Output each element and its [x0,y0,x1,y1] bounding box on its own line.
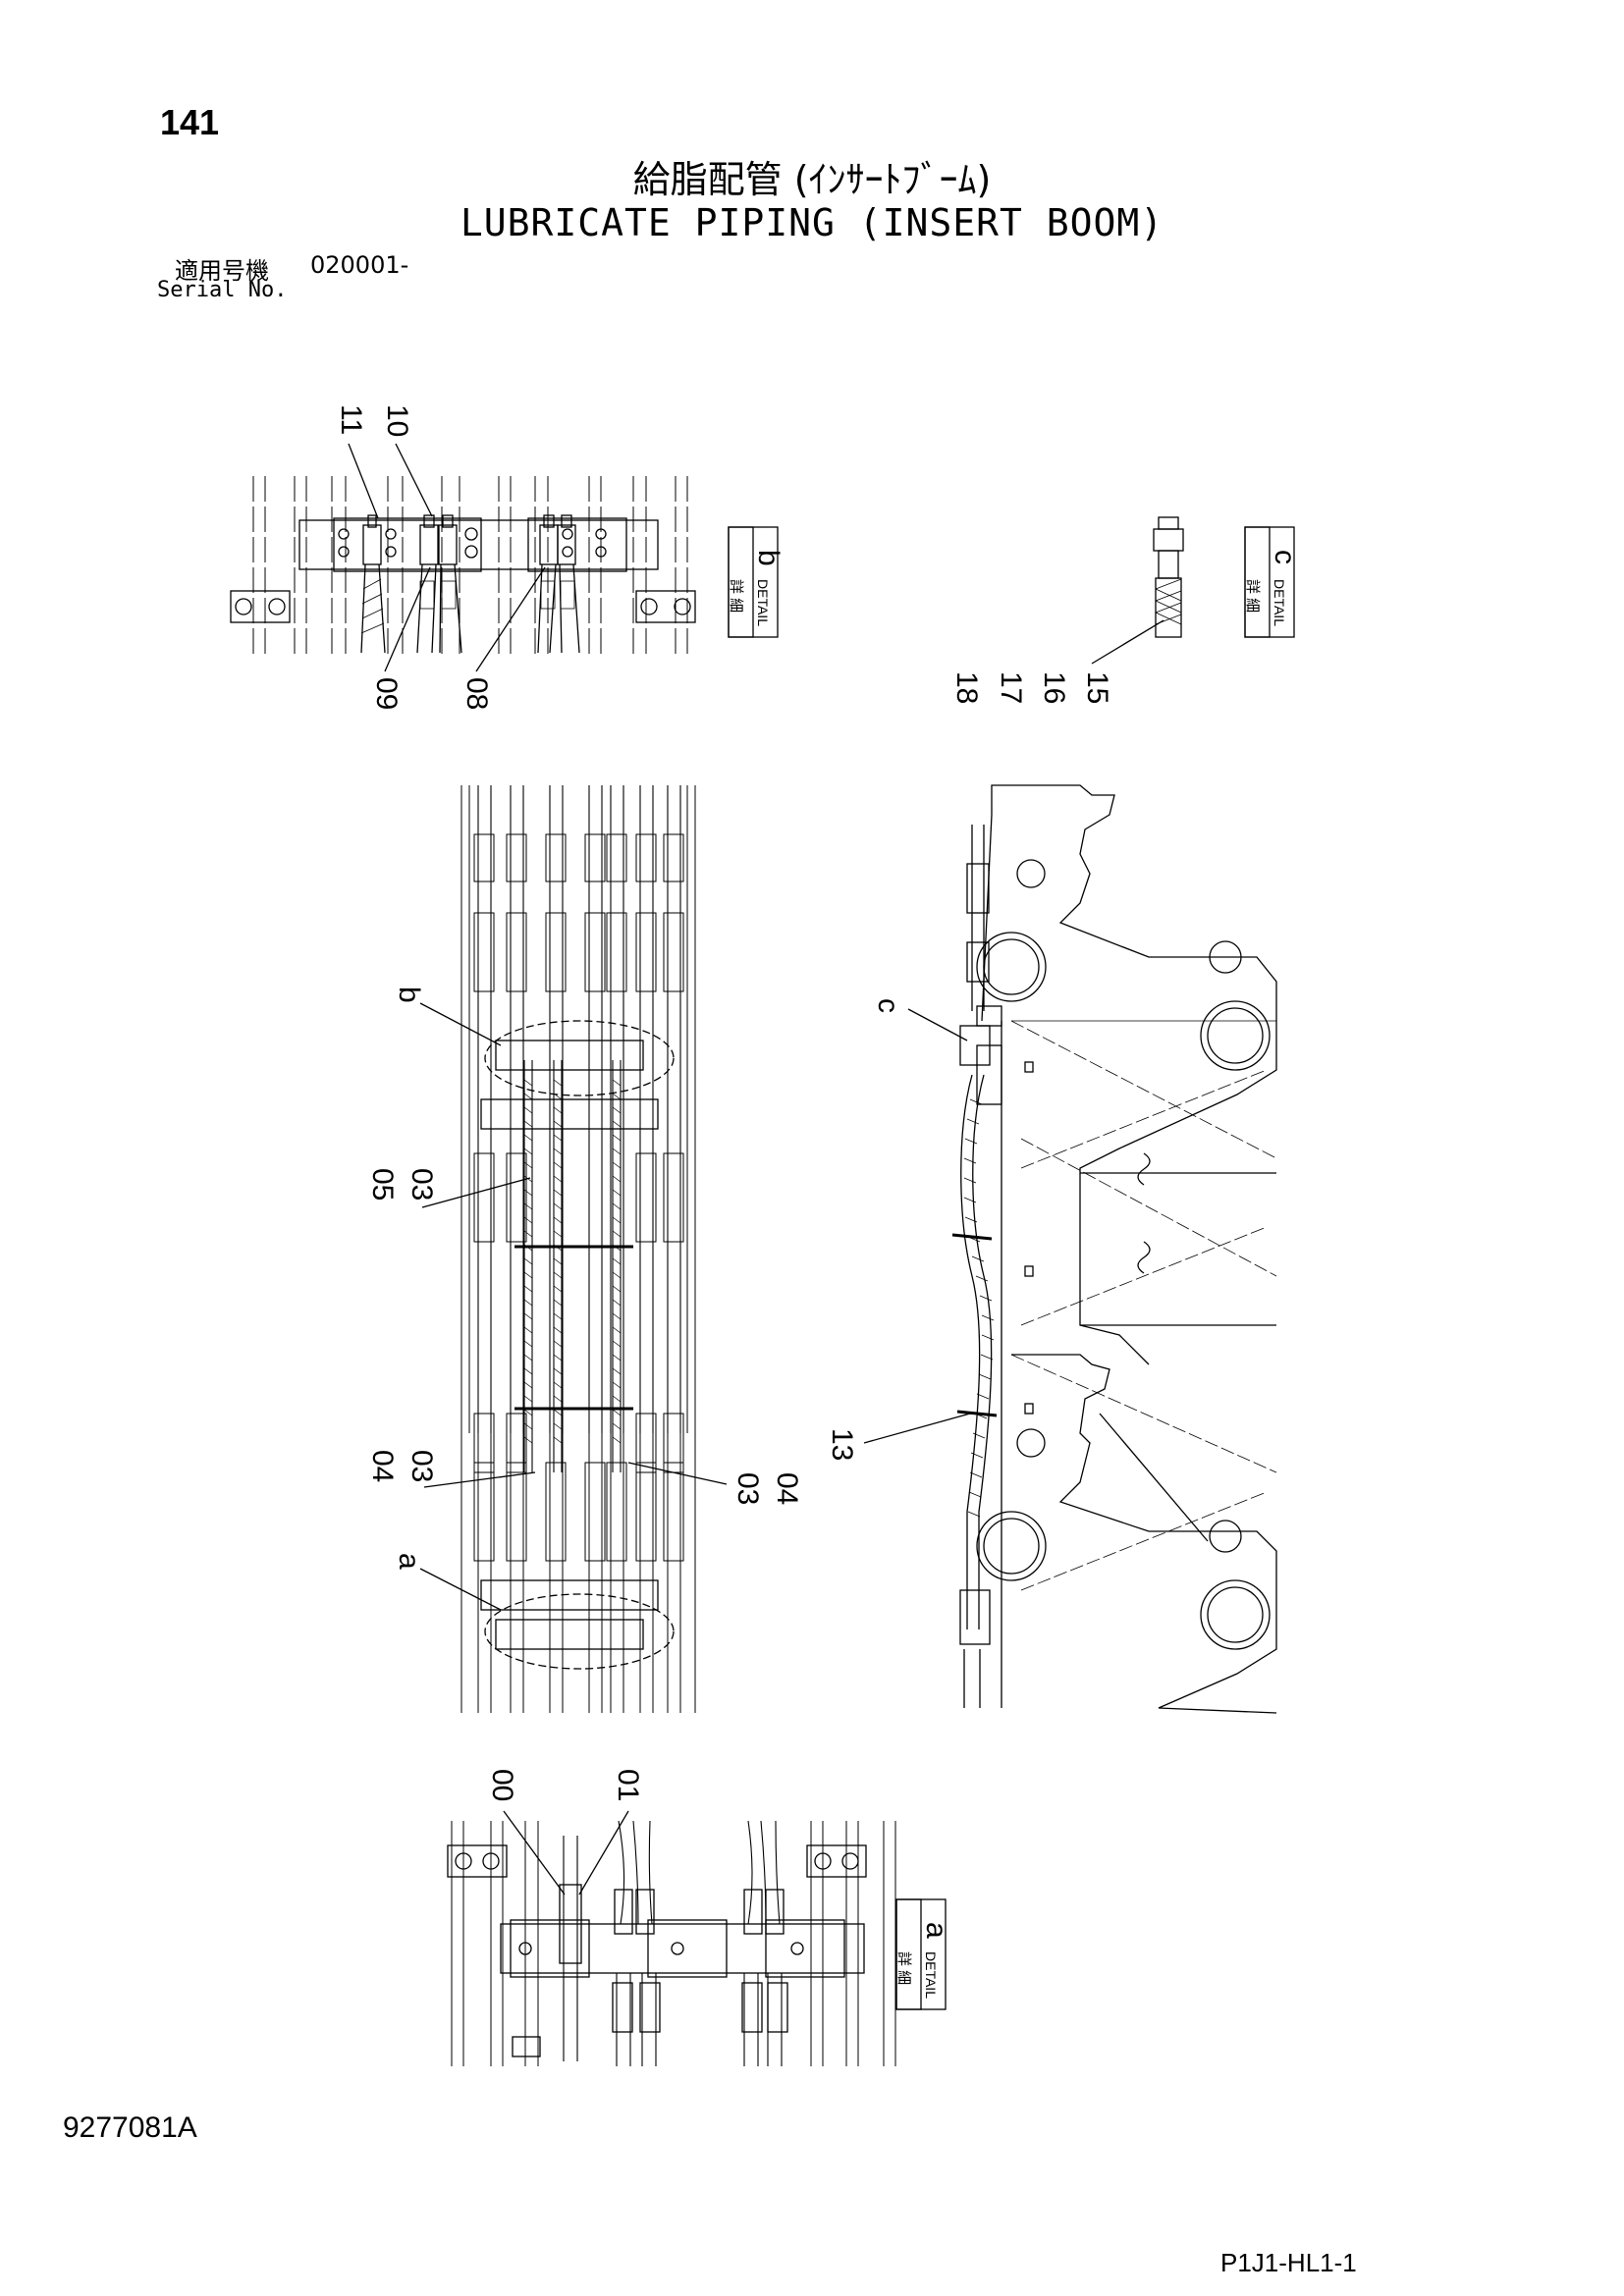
detail-c-label-en: DETAIL [1272,579,1287,626]
callout-18: 18 [950,671,983,704]
sheet-code: P1J1-HL1-1 [1220,2248,1357,2277]
callout-17: 17 [995,671,1027,704]
callout-03-left: 03 [406,1450,438,1482]
callout-03-right: 03 [731,1472,764,1505]
detail-c-letter: c [1269,550,1301,564]
serial-label-japanese: 適用号機 [175,257,269,285]
callout-c: c [872,998,904,1013]
callout-05: 05 [366,1168,399,1201]
boom-top-view [419,785,728,1713]
callout-10: 10 [381,404,413,437]
serial-code: 020001- [310,251,409,279]
callout-08: 08 [460,677,493,710]
detail-a-letter: a [920,1922,952,1939]
detail-b-letter: b [752,550,785,566]
detail-a-label-en: DETAIL [923,1951,939,1999]
callout-03-upper: 03 [406,1168,438,1201]
detail-c-view [1091,516,1295,665]
callout-00: 00 [486,1769,518,1801]
boom-side-view [863,784,1277,1714]
callout-11: 11 [335,404,367,435]
document-code: 9277081A [63,2111,197,2144]
detail-b-label-en: DETAIL [755,579,771,626]
title-japanese: 給脂配管 (ｲﾝｻｰﾄﾌﾞｰﾑ) [632,158,992,201]
detail-c-label-jp: 詳 細 [1244,579,1261,613]
callout-13: 13 [826,1428,858,1461]
title-english: LUBRICATE PIPING (INSERT BOOM) [460,201,1164,244]
serial-label-english: Serial No. [157,278,288,302]
detail-a-view [447,1810,947,2066]
callout-15: 15 [1081,671,1113,704]
detail-b-label-jp: 詳 細 [728,579,744,613]
callout-01: 01 [612,1769,644,1801]
detail-a-label-jp: 詳 細 [895,1951,912,1985]
callout-a: a [393,1553,425,1570]
callout-b: b [393,987,425,1003]
callout-04-left: 04 [366,1450,399,1482]
callout-04-right: 04 [771,1472,803,1505]
callout-16: 16 [1038,671,1070,704]
page-number: 141 [160,102,220,142]
callout-09: 09 [370,677,403,710]
detail-b-view [230,443,779,672]
